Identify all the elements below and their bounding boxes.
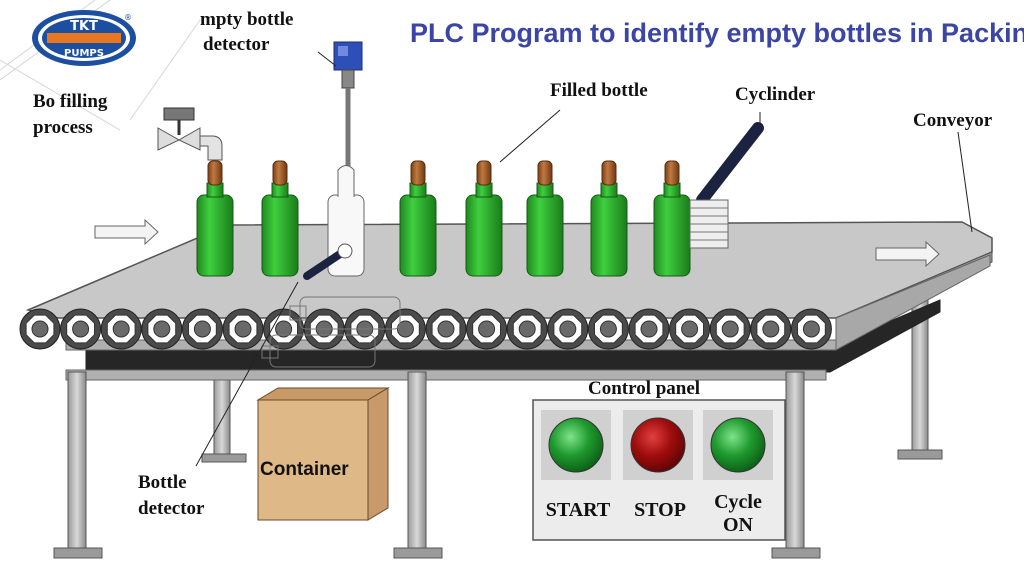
direction-arrow-left xyxy=(94,218,159,246)
empty-bottle-detector-sensor xyxy=(317,41,363,168)
cycle-on-indicator xyxy=(710,417,766,473)
conveyor-roller xyxy=(790,308,832,350)
conveyor-roller xyxy=(425,308,467,350)
conveyor-legs-front xyxy=(53,371,821,559)
bottle-detector-sensor xyxy=(303,243,353,280)
conveyor-roller xyxy=(141,308,183,350)
container-box xyxy=(256,387,390,521)
conveyor-roller xyxy=(547,308,589,350)
conveyor-roller xyxy=(181,308,223,350)
page-title: PLC Program to identify empty bottles in… xyxy=(410,18,1024,48)
conveyor-roller xyxy=(750,308,792,350)
stop-button-label: STOP xyxy=(634,499,686,521)
conveyor-belt xyxy=(19,221,993,381)
tkt-pumps-logo: TKT PUMPS ® xyxy=(32,10,136,66)
filled-bottle xyxy=(653,160,691,277)
filled-bottle xyxy=(196,160,234,277)
label-empty-detector-line1: mpty bottle xyxy=(200,9,294,30)
cylinder xyxy=(689,122,764,249)
label-control-panel: Control panel xyxy=(588,378,701,399)
label-empty-detector-line2: detector xyxy=(203,34,270,55)
logo-text-top: TKT xyxy=(70,19,98,34)
cycle-on-label-line2: ON xyxy=(723,514,753,536)
filled-bottle xyxy=(590,160,628,277)
conveyor-roller xyxy=(669,308,711,350)
registered-mark: ® xyxy=(124,13,132,22)
control-panel-box xyxy=(532,399,786,541)
label-conveyor: Conveyor xyxy=(913,110,993,131)
conveyor-roller xyxy=(60,308,102,350)
label-bottle-detector-line1: Bottle xyxy=(138,472,187,493)
label-cyclinder: Cyclinder xyxy=(735,84,816,105)
start-button[interactable] xyxy=(548,417,604,473)
conveyor-roller xyxy=(466,308,508,350)
leader-lines xyxy=(195,109,973,467)
direction-arrow-right xyxy=(875,240,940,268)
conveyor-roller xyxy=(506,308,548,350)
filling-valve xyxy=(157,107,223,161)
label-filling-line1: Bo filling xyxy=(33,91,108,112)
conveyor-roller xyxy=(19,308,61,350)
filled-bottle xyxy=(261,160,299,277)
start-button-label: START xyxy=(545,499,611,521)
label-filling-line2: process xyxy=(33,117,93,138)
label-bottle-detector-line2: detector xyxy=(138,498,205,519)
rejected-bottle-outlines xyxy=(261,296,401,368)
cycle-on-label-line1: Cycle xyxy=(714,491,762,513)
conveyor-roller xyxy=(263,308,305,350)
stop-button[interactable] xyxy=(630,417,686,473)
conveyor-roller xyxy=(628,308,670,350)
filled-bottle xyxy=(465,160,503,277)
filled-bottle xyxy=(526,160,564,277)
label-filled-bottle: Filled bottle xyxy=(550,80,648,101)
conveyor-roller xyxy=(587,308,629,350)
logo-text-bottom: PUMPS xyxy=(64,48,104,59)
conveyor-roller xyxy=(100,308,142,350)
label-container: Container xyxy=(260,459,349,480)
conveyor-roller xyxy=(222,308,264,350)
conveyor-roller xyxy=(709,308,751,350)
filled-bottle xyxy=(399,160,437,277)
